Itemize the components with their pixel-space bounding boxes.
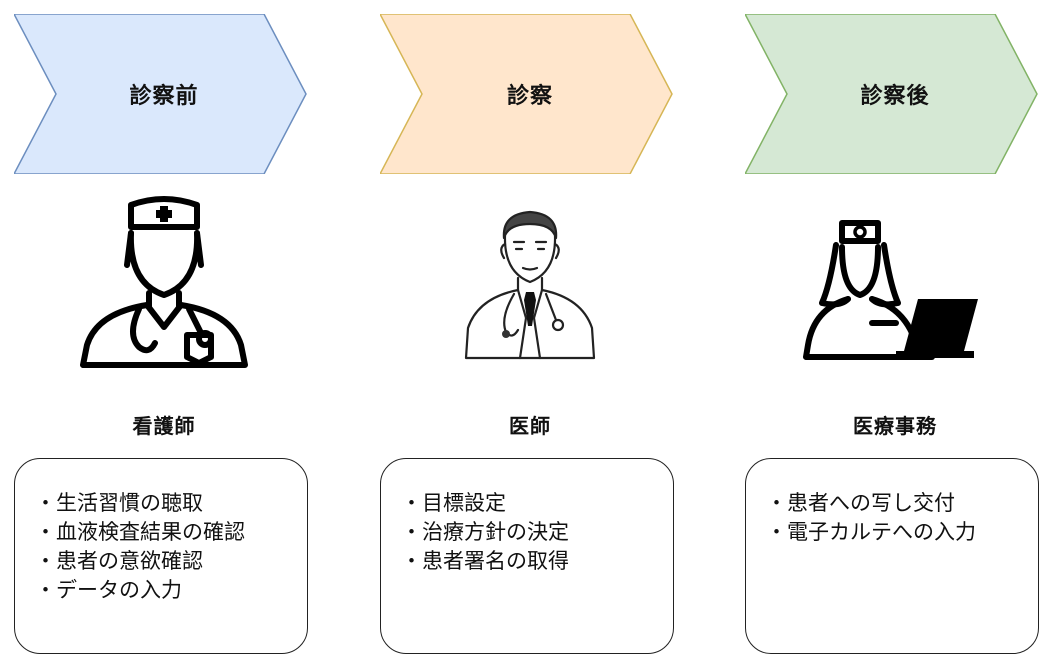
task-box: ・目標設定 ・治療方針の決定 ・患者署名の取得	[380, 458, 674, 654]
task-item: ・生活習慣の聴取	[35, 491, 203, 515]
task-item: ・患者への写し交付	[766, 491, 955, 515]
task-item: ・患者署名の取得	[401, 549, 569, 573]
stage-chevron: 診察前	[14, 14, 314, 174]
chevron-shape	[380, 14, 673, 174]
task-box: ・患者への写し交付 ・電子カルテへの入力	[745, 458, 1039, 654]
task-item: ・電子カルテへの入力	[766, 520, 976, 544]
role-label: 看護師	[132, 414, 196, 438]
task-box: ・生活習慣の聴取 ・血液検査結果の確認 ・患者の意欲確認 ・データの入力	[14, 458, 308, 654]
task-item: ・データの入力	[35, 578, 182, 602]
stage-chevron: 診察後	[745, 14, 1045, 174]
stage-label: 診察	[506, 84, 553, 109]
task-item: ・目標設定	[401, 491, 506, 515]
task-list: ・生活習慣の聴取 ・血液検査結果の確認 ・患者の意欲確認 ・データの入力	[35, 489, 299, 605]
stage-pre-consultation: 診察前	[14, 0, 314, 670]
receptionist-icon	[800, 215, 990, 365]
chevron-shape	[14, 14, 307, 174]
role-label: 医師	[509, 414, 551, 438]
stage-consultation: 診察	[380, 0, 680, 670]
stage-label: 診察後	[860, 84, 930, 109]
doctor-icon	[460, 208, 600, 363]
task-item: ・治療方針の決定	[401, 520, 569, 544]
stage-label: 診察前	[129, 84, 199, 109]
role-label: 医療事務	[853, 414, 937, 438]
task-list: ・目標設定 ・治療方針の決定 ・患者署名の取得	[401, 489, 665, 576]
nurse-icon	[69, 195, 259, 370]
task-list: ・患者への写し交付 ・電子カルテへの入力	[766, 489, 1030, 547]
task-item: ・患者の意欲確認	[35, 549, 203, 573]
task-item: ・血液検査結果の確認	[35, 520, 245, 544]
stage-post-consultation: 診察後 医療事務 ・	[745, 0, 1045, 670]
stage-chevron: 診察	[380, 14, 680, 174]
chevron-shape	[745, 14, 1038, 174]
